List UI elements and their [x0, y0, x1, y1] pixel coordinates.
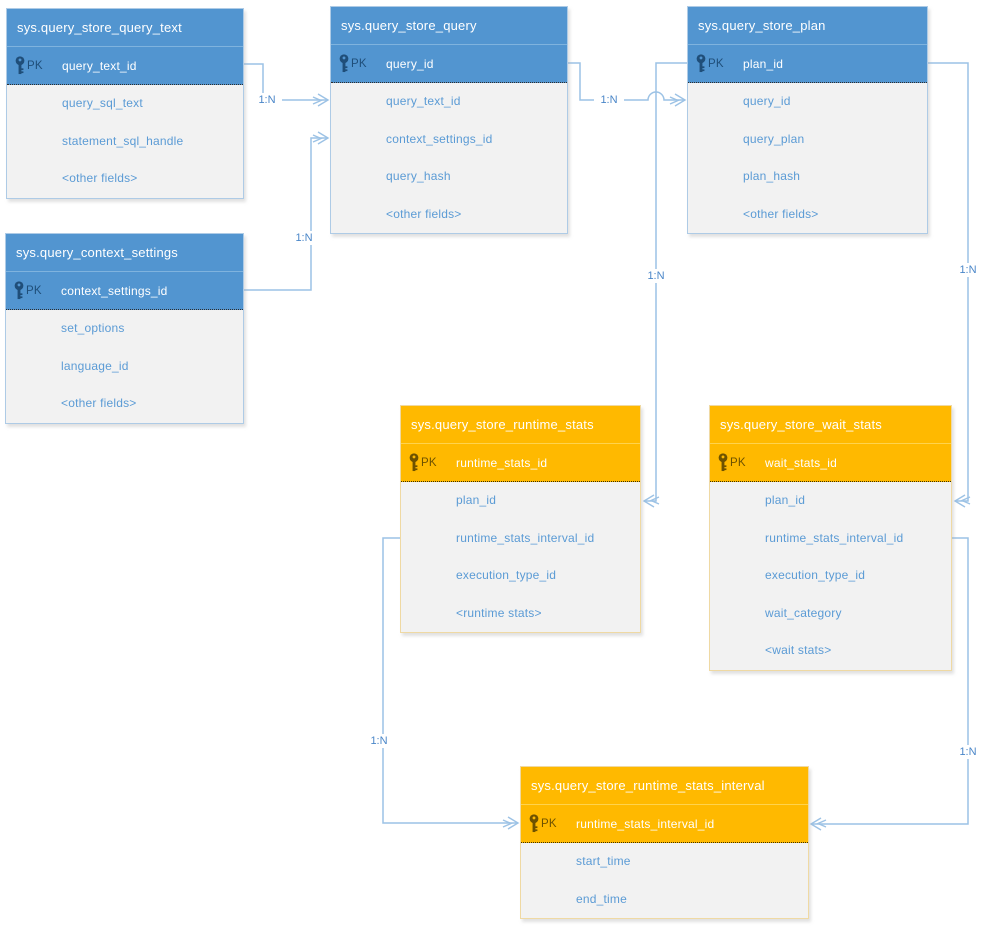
field-row: plan_id [456, 493, 497, 507]
field-row: <other fields> [743, 206, 819, 221]
primary-key-row: PK runtime_stats_interval_id [521, 805, 808, 843]
relationship-line-waitstats-interval [809, 537, 969, 831]
table-title: sys.query_store_plan [688, 7, 927, 45]
relationship-line-runtimestats-interval [382, 537, 520, 830]
table-title: sys.query_store_runtime_stats [401, 406, 640, 444]
relationship-label: 1:N [953, 263, 983, 277]
field-row: context_settings_id [386, 131, 493, 146]
relationship-label: 1:N [953, 745, 983, 759]
key-icon [409, 453, 419, 472]
field-row: plan_hash [743, 169, 801, 183]
table-title: sys.query_store_query [331, 7, 567, 45]
primary-key-row: PK runtime_stats_id [401, 444, 640, 482]
field-row: query_plan [743, 131, 805, 146]
relationship-line-contextsettings-query [244, 131, 330, 291]
pk-badge: PK [541, 817, 557, 830]
key-icon [339, 54, 349, 73]
field-row: statement_sql_handle [62, 133, 184, 148]
table-title: sys.query_store_runtime_stats_interval [521, 767, 808, 805]
key-icon [696, 54, 706, 73]
relationship-label: 1:N [641, 269, 671, 283]
table-title: sys.query_store_wait_stats [710, 406, 951, 444]
field-row: <other fields> [61, 396, 137, 410]
field-row: <other fields> [62, 171, 138, 185]
relationship-line-querytext-query [244, 63, 330, 107]
field-row: wait_category [765, 605, 842, 620]
field-row: query_text_id [386, 94, 461, 108]
pk-field-name: wait_stats_id [765, 455, 837, 470]
field-row: <wait stats> [765, 643, 832, 657]
table-title: sys.query_context_settings [6, 234, 243, 272]
pk-field-name: runtime_stats_id [456, 455, 548, 470]
table-query-store-query-text: sys.query_store_query_text PK query_text… [6, 8, 244, 199]
field-row: end_time [576, 891, 627, 906]
relationship-line-plan-waitstats [928, 62, 971, 508]
table-query-store-runtime-stats-interval: sys.query_store_runtime_stats_interval P… [520, 766, 809, 919]
field-row: <other fields> [386, 206, 462, 221]
key-icon [15, 56, 25, 75]
relationship-label: 1:N [289, 231, 319, 245]
table-query-store-plan: sys.query_store_plan PK plan_id query_id… [687, 6, 928, 234]
field-row: language_id [61, 358, 129, 373]
relationship-label: 1:N [364, 734, 394, 748]
pk-badge: PK [421, 456, 437, 469]
table-query-store-query: sys.query_store_query PK query_id query_… [330, 6, 568, 234]
pk-field-name: runtime_stats_interval_id [576, 816, 715, 831]
field-row: runtime_stats_interval_id [765, 530, 904, 545]
primary-key-row: PK query_text_id [7, 47, 243, 85]
field-row: <runtime stats> [456, 605, 542, 620]
key-icon [718, 453, 728, 472]
pk-field-name: query_id [386, 56, 434, 71]
field-row: query_hash [386, 169, 451, 183]
relationship-line-query-plan [568, 62, 687, 107]
table-title: sys.query_store_query_text [7, 9, 243, 47]
field-row: query_sql_text [62, 96, 143, 110]
relationship-label: 1:N [252, 93, 282, 107]
field-row: execution_type_id [456, 568, 557, 582]
field-row: set_options [61, 321, 125, 335]
relationship-label: 1:N [594, 93, 624, 107]
field-row: plan_id [765, 493, 806, 507]
field-row: start_time [576, 854, 631, 868]
table-query-context-settings: sys.query_context_settings PK context_se… [5, 233, 244, 424]
primary-key-row: PK plan_id [688, 45, 927, 83]
primary-key-row: PK query_id [331, 45, 567, 83]
table-query-store-wait-stats: sys.query_store_wait_stats PK wait_stats… [709, 405, 952, 671]
primary-key-row: PK context_settings_id [6, 272, 243, 310]
pk-field-name: context_settings_id [61, 283, 168, 298]
field-row: execution_type_id [765, 568, 866, 582]
pk-field-name: plan_id [743, 56, 784, 71]
key-icon [14, 281, 24, 300]
pk-badge: PK [27, 59, 43, 72]
pk-badge: PK [730, 456, 746, 469]
pk-badge: PK [708, 57, 724, 70]
pk-badge: PK [26, 284, 42, 297]
field-row: runtime_stats_interval_id [456, 530, 595, 545]
pk-badge: PK [351, 57, 367, 70]
primary-key-row: PK wait_stats_id [710, 444, 951, 482]
table-query-store-runtime-stats: sys.query_store_runtime_stats PK runtime… [400, 405, 641, 633]
key-icon [529, 814, 539, 833]
field-row: query_id [743, 94, 791, 108]
pk-field-name: query_text_id [62, 58, 137, 73]
